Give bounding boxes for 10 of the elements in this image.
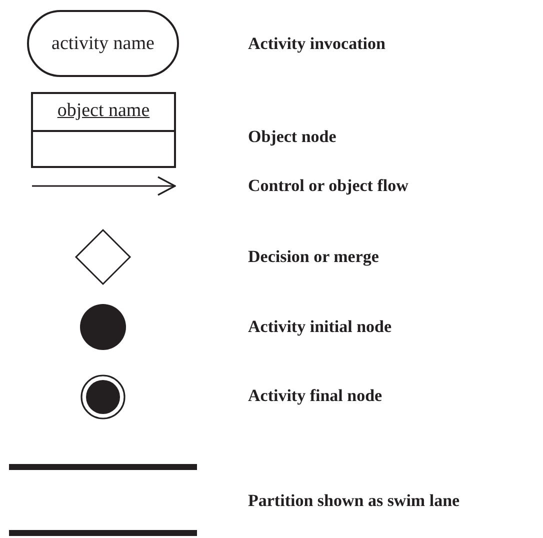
legend-label: Activity final node [248, 386, 382, 406]
legend-label: Partition shown as swim lane [248, 491, 460, 511]
activity-name: activity name [50, 32, 156, 56]
object-name: object name [56, 99, 151, 123]
legend-label: Control or object flow [248, 176, 408, 196]
legend-label: Decision or merge [248, 247, 379, 267]
object-node [31, 92, 176, 168]
legend-label: Object node [248, 127, 336, 147]
legend-label: Activity invocation [248, 34, 386, 54]
legend-label: Activity initial node [248, 317, 392, 337]
